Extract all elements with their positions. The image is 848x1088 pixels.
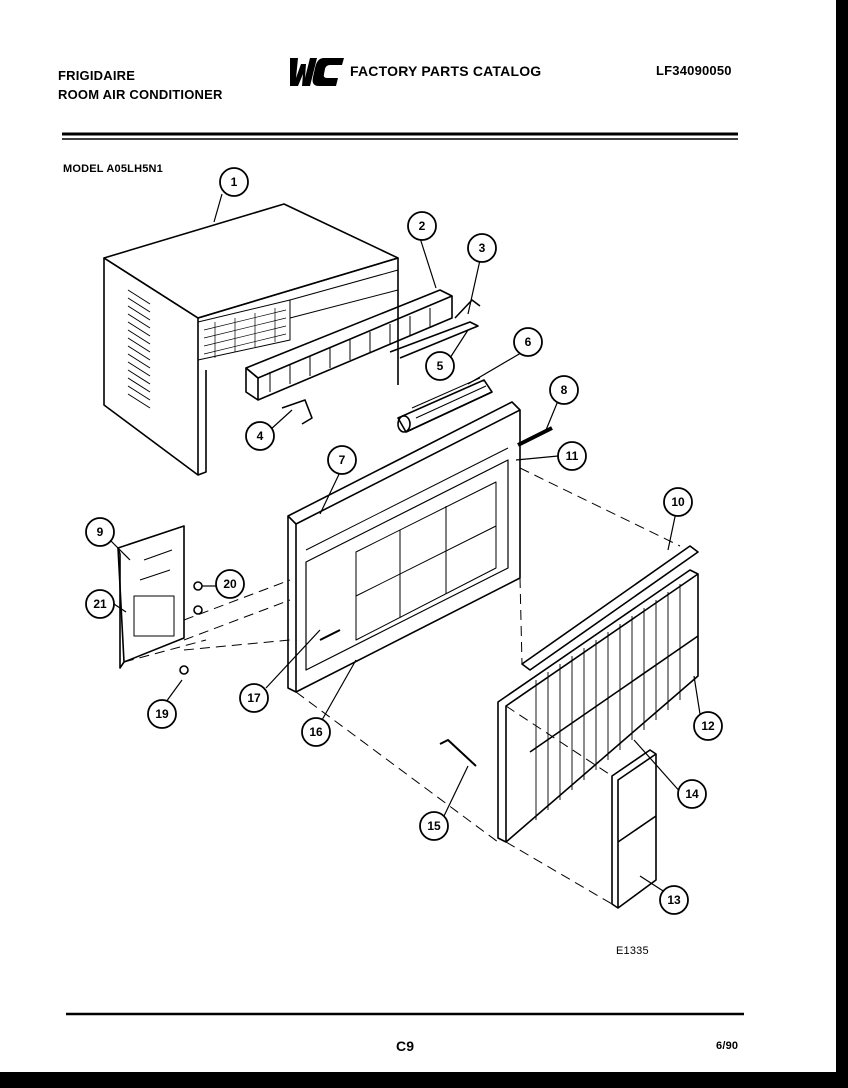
svg-text:11: 11 <box>566 449 579 463</box>
model-number: MODEL A05LH5N1 <box>63 163 163 175</box>
svg-text:20: 20 <box>223 577 237 591</box>
svg-text:10: 10 <box>671 495 685 509</box>
callout-10: 10 <box>663 487 693 517</box>
svg-text:21: 21 <box>93 597 107 611</box>
cabinet-part <box>103 203 399 476</box>
svg-text:6: 6 <box>525 335 532 349</box>
callout-7: 7 <box>327 445 357 475</box>
document-number: LF34090050 <box>656 63 732 78</box>
svg-text:7: 7 <box>339 453 346 467</box>
front-grille-part <box>497 545 699 843</box>
svg-text:9: 9 <box>97 525 104 539</box>
callout-11: 11 <box>557 441 587 471</box>
svg-text:3: 3 <box>479 241 486 255</box>
callout-3: 3 <box>467 233 497 263</box>
callout-6: 6 <box>513 327 543 357</box>
svg-text:19: 19 <box>155 707 169 721</box>
clip-part <box>439 739 477 767</box>
svg-text:15: 15 <box>427 819 441 833</box>
svg-text:2: 2 <box>419 219 426 233</box>
callout-1: 1 <box>219 167 249 197</box>
support-rail-part <box>245 289 453 401</box>
callout-15: 15 <box>419 811 449 841</box>
callout-14: 14 <box>677 779 707 809</box>
callout-20: 20 <box>215 569 245 599</box>
wci-logo <box>284 56 346 93</box>
catalog-title: FACTORY PARTS CATALOG <box>350 63 542 79</box>
strip-part <box>517 426 553 447</box>
page-number: C9 <box>396 1038 415 1054</box>
parts-catalog-page: FRIGIDAIRE ROOM AIR CONDITIONER FACTORY … <box>0 0 836 1072</box>
exploded-parts-diagram: 1 2 3 4 5 6 7 8 9 10 11 12 13 14 15 16 1… <box>62 132 744 1016</box>
bracket-parts <box>281 299 481 425</box>
svg-text:14: 14 <box>685 787 699 801</box>
callout-21: 21 <box>85 589 115 619</box>
access-door-part <box>611 749 657 909</box>
callout-17: 17 <box>239 683 269 713</box>
svg-text:5: 5 <box>437 359 444 373</box>
svg-text:1: 1 <box>231 175 238 189</box>
callout-8: 8 <box>549 375 579 405</box>
svg-text:16: 16 <box>309 725 323 739</box>
callout-12: 12 <box>693 711 723 741</box>
callout-13: 13 <box>659 885 689 915</box>
callout-16: 16 <box>301 717 331 747</box>
revision-date: 6/90 <box>716 1040 739 1052</box>
callout-5: 5 <box>425 351 455 381</box>
louver-assembly-part <box>397 377 493 433</box>
callout-4: 4 <box>245 421 275 451</box>
figure-code: E1335 <box>616 945 649 957</box>
svg-text:17: 17 <box>247 691 261 705</box>
svg-text:8: 8 <box>561 383 568 397</box>
callout-9: 9 <box>85 517 115 547</box>
callout-2: 2 <box>407 211 437 241</box>
svg-text:13: 13 <box>667 893 681 907</box>
front-frame-part <box>287 401 521 693</box>
screw-part <box>193 581 203 591</box>
product-name: ROOM AIR CONDITIONER <box>58 87 223 102</box>
brand-name: FRIGIDAIRE <box>58 68 136 83</box>
callout-19: 19 <box>147 699 177 729</box>
svg-text:12: 12 <box>701 719 715 733</box>
control-panel-part <box>117 525 185 669</box>
svg-text:4: 4 <box>257 429 264 443</box>
